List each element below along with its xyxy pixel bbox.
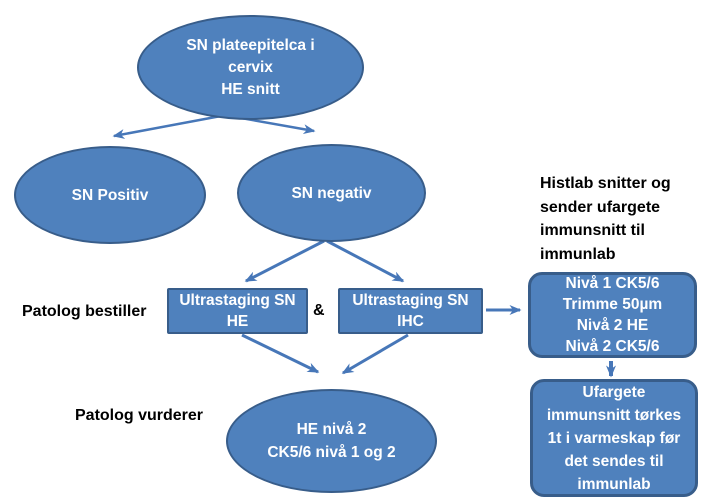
- arrow-he-to-result: [241, 333, 320, 374]
- patolog-bestiller-label: Patolog bestiller: [22, 303, 147, 320]
- histlab-note-line2: sender ufargete: [540, 198, 661, 216]
- node-niva-steps: Nivå 1 CK5/6 Trimme 50µm Nivå 2 HE Nivå …: [528, 272, 697, 358]
- node-niva-steps-line4: Nivå 2 CK5/6: [565, 338, 660, 355]
- node-he-niva2-line1: HE nivå 2: [296, 421, 367, 438]
- node-ultrastaging-he-line2: HE: [226, 313, 249, 330]
- node-he-niva2: HE nivå 2 CK5/6 nivå 1 og 2: [226, 389, 437, 493]
- node-niva-steps-line2: Trimme 50µm: [562, 296, 663, 313]
- node-he-niva2-line2: CK5/6 nivå 1 og 2: [267, 444, 396, 461]
- histlab-note-line1: Histlab snitter og: [540, 175, 671, 192]
- node-root-line3: HE snitt: [221, 80, 280, 98]
- arrow-negative-to-ihc: [326, 239, 405, 283]
- node-sn-positive: SN Positiv: [14, 146, 206, 244]
- node-root: SN plateepitelca i cervix HE snitt: [137, 15, 364, 120]
- node-sn-negative-label: SN negativ: [291, 184, 372, 202]
- node-niva-steps-line1: Nivå 1 CK5/6: [565, 275, 660, 292]
- histlab-note-line3: immunsnitt til: [540, 222, 645, 239]
- node-ultrastaging-ihc: Ultrastaging SN IHC: [338, 288, 483, 334]
- arrow-negative-to-he: [244, 239, 325, 283]
- node-sn-negative: SN negativ: [237, 144, 426, 242]
- node-ufargete-line2: immunsnitt tørkes: [546, 406, 682, 424]
- node-root-line2: cervix: [228, 58, 273, 76]
- patolog-vurderer-label: Patolog vurderer: [75, 407, 204, 424]
- histlab-note: Histlab snitter og sender ufargete immun…: [540, 172, 671, 266]
- node-ultrastaging-ihc-line1: Ultrastaging SN: [352, 292, 469, 309]
- arrow-ihc-to-result: [341, 333, 409, 375]
- node-ufargete: Ufargete immunsnitt tørkes 1t i varmeska…: [530, 379, 698, 497]
- node-ufargete-line4: det sendes til: [564, 452, 664, 470]
- node-ultrastaging-ihc-line2: IHC: [397, 313, 424, 330]
- node-ufargete-line5: immunlab: [577, 475, 651, 493]
- node-ultrastaging-he-line1: Ultrastaging SN: [179, 292, 296, 309]
- node-ultrastaging-he: Ultrastaging SN HE: [167, 288, 308, 334]
- ampersand-label: &: [313, 302, 325, 319]
- node-ufargete-line1: Ufargete: [582, 383, 646, 401]
- node-sn-positive-label: SN Positiv: [71, 186, 149, 204]
- histlab-note-line4: immunlab: [540, 245, 616, 263]
- node-root-line1: SN plateepitelca i: [186, 36, 315, 54]
- node-niva-steps-line3: Nivå 2 HE: [576, 317, 649, 334]
- node-ufargete-line3: 1t i varmeskap før: [547, 429, 681, 447]
